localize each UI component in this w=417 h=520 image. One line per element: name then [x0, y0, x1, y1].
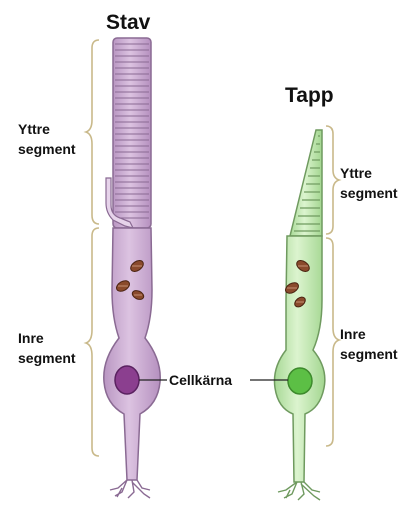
cone-synaptic-terminal — [278, 482, 320, 500]
rod-synaptic-terminal — [110, 480, 150, 498]
cone-title: Tapp — [285, 84, 334, 107]
cone-inner-label-line1: Inre — [340, 326, 366, 342]
nucleus-label: Cellkärna — [169, 372, 232, 388]
rod-inner-bracket — [86, 228, 99, 456]
cone-nucleus — [288, 368, 312, 394]
rod-outer-bracket — [86, 40, 99, 224]
cone-outer-label-line2: segment — [340, 185, 398, 201]
rod-inner-label-line1: Inre — [18, 330, 44, 346]
rod-outer-label-line2: segment — [18, 141, 76, 157]
rod-title: Stav — [106, 11, 151, 34]
cone-outer-segment — [290, 130, 322, 236]
rod-outer-label-line1: Yttre — [18, 121, 50, 137]
rod-inner-label-line2: segment — [18, 350, 76, 366]
cone-inner-label-line2: segment — [340, 346, 398, 362]
cone-inner-bracket — [326, 238, 339, 446]
cone-outer-label-line1: Yttre — [340, 165, 372, 181]
rod-nucleus — [115, 366, 139, 394]
cone-cell — [274, 130, 324, 500]
cone-outer-bracket — [326, 126, 339, 234]
rod-cell — [104, 38, 160, 498]
cone-inner-segment — [274, 236, 324, 482]
